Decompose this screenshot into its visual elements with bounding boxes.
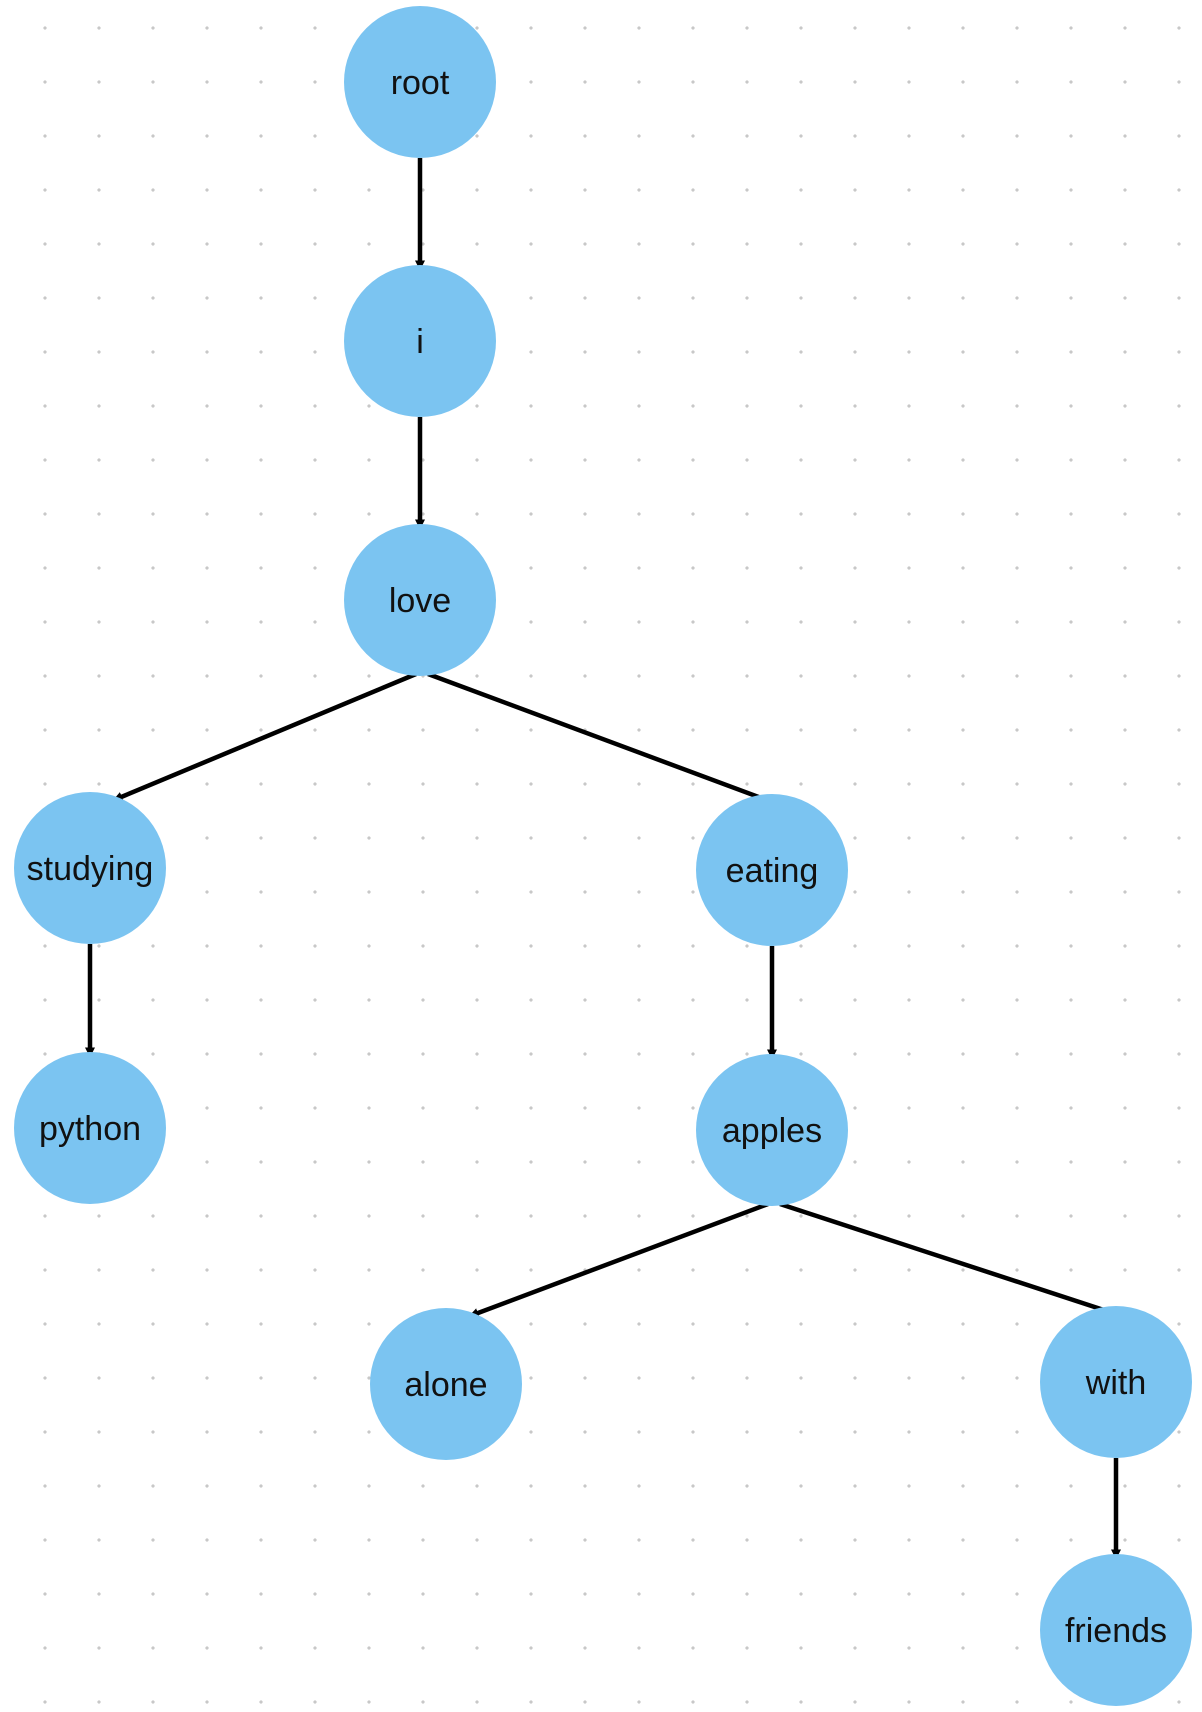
node-circle[interactable] (344, 265, 496, 417)
node-python[interactable]: python (14, 1052, 166, 1204)
node-label: eating (726, 852, 819, 890)
node-circle[interactable] (370, 1308, 522, 1460)
node-label: python (39, 1110, 141, 1148)
node-circle[interactable] (14, 792, 166, 944)
node-label: friends (1065, 1612, 1167, 1650)
node-label: root (391, 64, 450, 102)
node-root[interactable]: root (344, 6, 496, 158)
nodes: root i love studying python eating apples alone… (14, 6, 1192, 1706)
node-eating[interactable]: eating (696, 794, 848, 946)
node-circle[interactable] (696, 1054, 848, 1206)
node-label: alone (404, 1366, 487, 1404)
node-friends[interactable]: friends (1040, 1554, 1192, 1706)
node-love[interactable]: love (344, 524, 496, 676)
edge-apples-to-alone (468, 1201, 769, 1319)
node-label: studying (27, 850, 154, 888)
edges (85, 158, 1121, 1560)
edge-apples-to-with (779, 1201, 1118, 1317)
edge-love-to-studying (112, 671, 417, 803)
node-circle[interactable] (696, 794, 848, 946)
node-circle[interactable] (1040, 1554, 1192, 1706)
node-circle[interactable] (14, 1052, 166, 1204)
node-label: apples (722, 1112, 822, 1150)
node-studying[interactable]: studying (14, 792, 166, 944)
node-label: love (389, 582, 451, 620)
edge-love-to-eating (427, 671, 774, 805)
node-i[interactable]: i (344, 265, 496, 417)
node-apples[interactable]: apples (696, 1054, 848, 1206)
node-label: with (1085, 1364, 1146, 1402)
node-circle[interactable] (344, 524, 496, 676)
node-circle[interactable] (344, 6, 496, 158)
node-alone[interactable]: alone (370, 1308, 522, 1460)
node-label: i (416, 323, 424, 361)
node-circle[interactable] (1040, 1306, 1192, 1458)
node-with[interactable]: with (1040, 1306, 1192, 1458)
